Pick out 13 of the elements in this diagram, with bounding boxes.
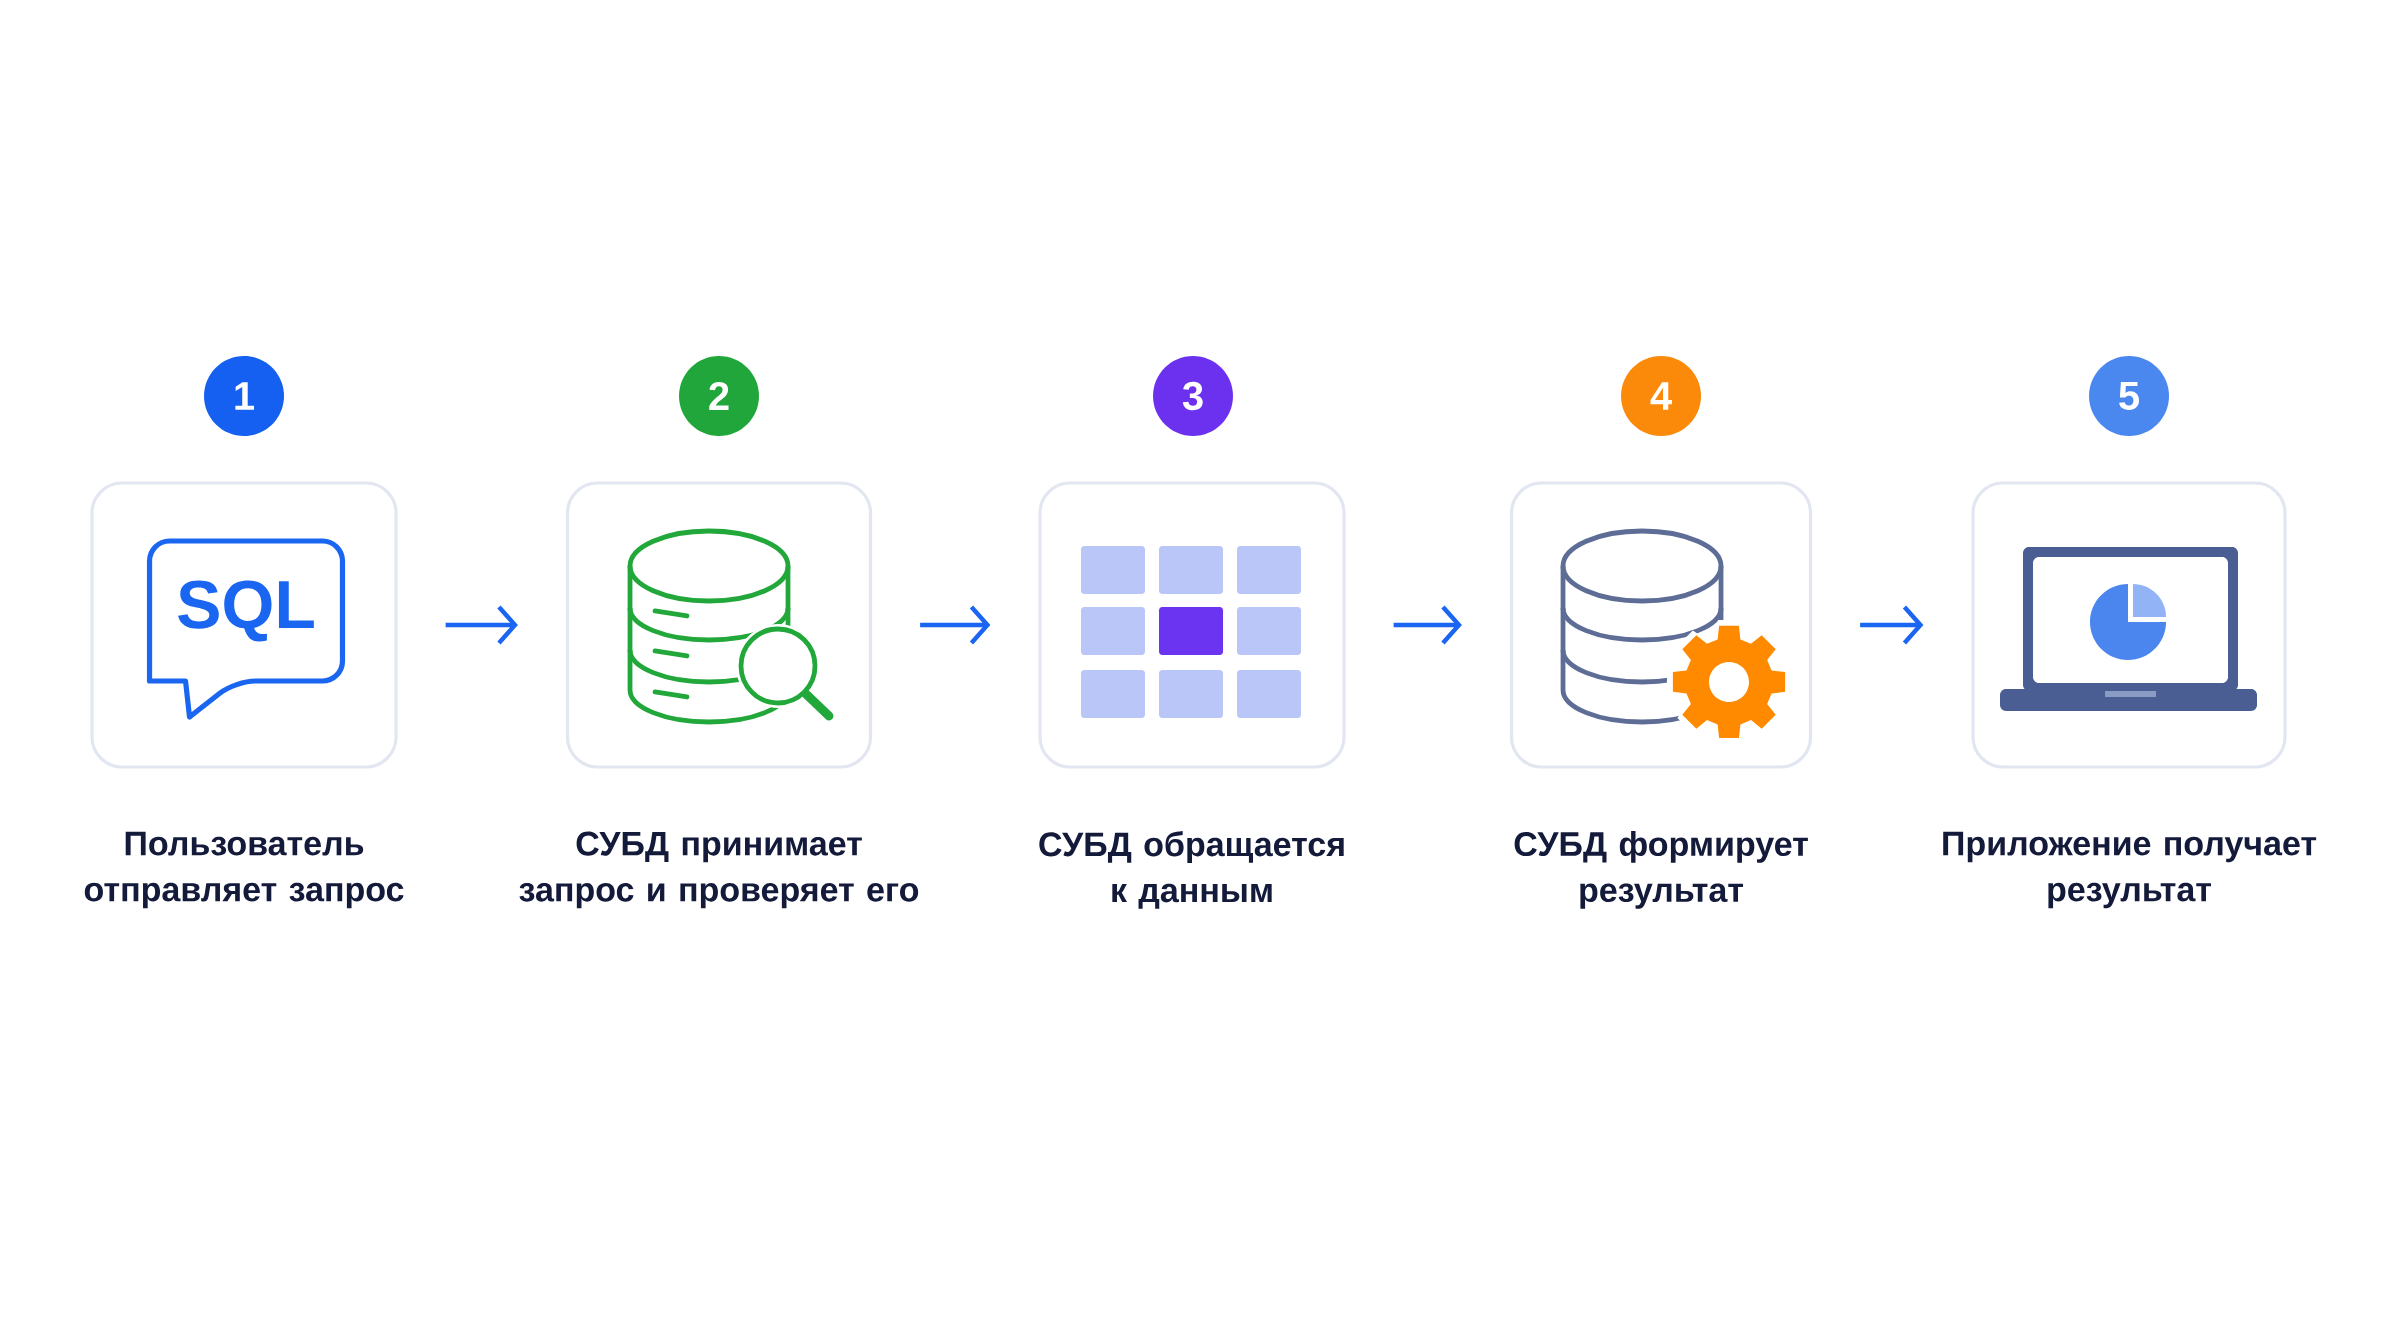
step-label: СУБД принимает запрос и проверяет его xyxy=(519,831,919,909)
step-label: Пользователь отправляет запрос xyxy=(84,831,404,909)
step-number: 1 xyxy=(204,356,284,436)
step-label: Приложение получает результат xyxy=(1943,831,2317,909)
step-number: 3 xyxy=(1153,356,1233,436)
step-label: СУБД обращается к данным xyxy=(1039,831,1344,909)
step-label: СУБД формирует результат xyxy=(1514,831,1808,909)
icon-card xyxy=(90,481,398,769)
step-number: 2 xyxy=(679,356,759,436)
speech-bubble: SQL xyxy=(146,538,346,720)
step-number: 5 xyxy=(2089,356,2169,436)
step-number: 4 xyxy=(1621,356,1701,436)
icon-card xyxy=(565,481,873,769)
